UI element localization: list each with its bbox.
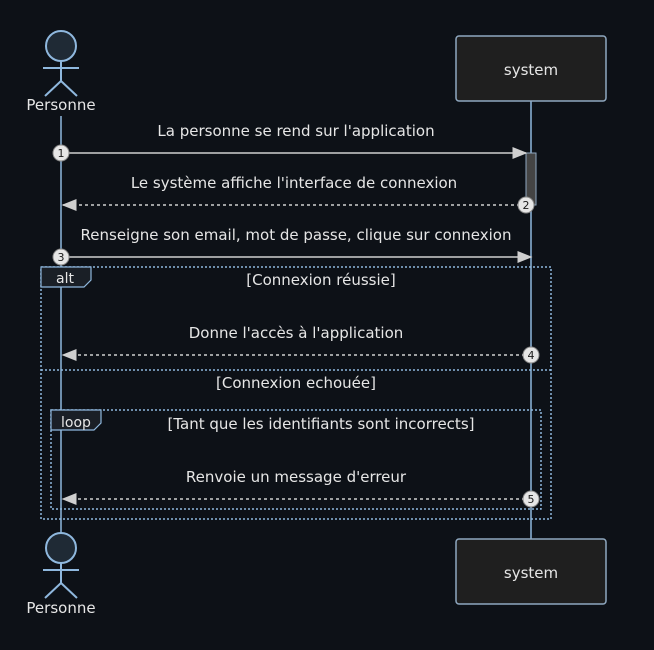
message-5-label: Renvoie un message d'erreur <box>186 468 407 486</box>
message-2-badge <box>517 196 535 214</box>
alt-tag-label: alt <box>56 271 74 287</box>
message-5-badge <box>522 490 540 508</box>
actor-bottom-label: Personne <box>26 599 95 617</box>
actor-bottom-icon <box>43 532 79 599</box>
loop-fragment-tag <box>50 409 102 431</box>
message-4-label: Donne l'accès à l'application <box>189 324 404 342</box>
system-top-label: system <box>504 61 558 79</box>
message-1-number: 1 <box>58 147 65 160</box>
system-box-bottom <box>455 538 607 605</box>
alt-condition-1: [Connexion réussie] <box>246 271 395 289</box>
message-1-badge <box>52 144 70 162</box>
alt-fragment <box>40 266 552 520</box>
system-box-top <box>455 35 607 102</box>
message-2-number: 2 <box>523 199 530 212</box>
system-bottom-label: system <box>504 564 558 582</box>
message-4-number: 4 <box>528 349 535 362</box>
message-4-badge <box>522 346 540 364</box>
actor-top-icon <box>43 30 79 97</box>
message-2-label: Le système affiche l'interface de connex… <box>131 174 457 192</box>
message-5-number: 5 <box>528 493 535 506</box>
loop-fragment <box>50 409 542 510</box>
message-1-label: La personne se rend sur l'application <box>157 122 434 140</box>
alt-fragment-tag <box>40 266 92 288</box>
loop-condition: [Tant que les identifiants sont incorrec… <box>168 415 475 433</box>
message-3-badge <box>52 248 70 266</box>
alt-condition-2: [Connexion echouée] <box>216 374 376 392</box>
message-3-label: Renseigne son email, mot de passe, cliqu… <box>81 226 512 244</box>
loop-tag-label: loop <box>61 415 91 431</box>
actor-top-label: Personne <box>26 96 95 114</box>
message-3-number: 3 <box>58 251 65 264</box>
